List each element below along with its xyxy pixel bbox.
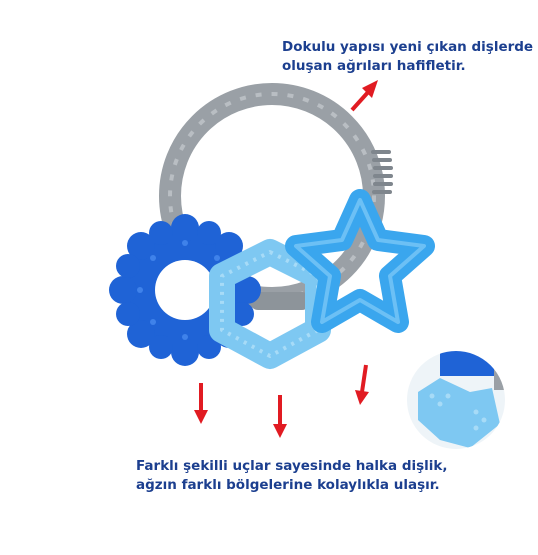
star-teether bbox=[285, 189, 435, 333]
caption-bottom-line-1: Farklı şekilli uçlar sayesinde halka diş… bbox=[136, 458, 448, 474]
caption-bottom-line-2: ağzın farklı bölgelerine kolaylıkla ulaş… bbox=[136, 477, 440, 493]
caption-bottom: Farklı şekilli uçlar sayesinde halka diş… bbox=[136, 457, 448, 495]
caption-top-line-2: oluşan ağrıları hafifletir. bbox=[282, 58, 466, 74]
caption-top: Dokulu yapısı yeni çıkan dişlerde oluşan… bbox=[282, 38, 533, 76]
zoom-inset-photo bbox=[405, 349, 507, 451]
red-arrow-icon bbox=[194, 80, 378, 438]
caption-top-line-1: Dokulu yapısı yeni çıkan dişlerde bbox=[282, 39, 534, 55]
